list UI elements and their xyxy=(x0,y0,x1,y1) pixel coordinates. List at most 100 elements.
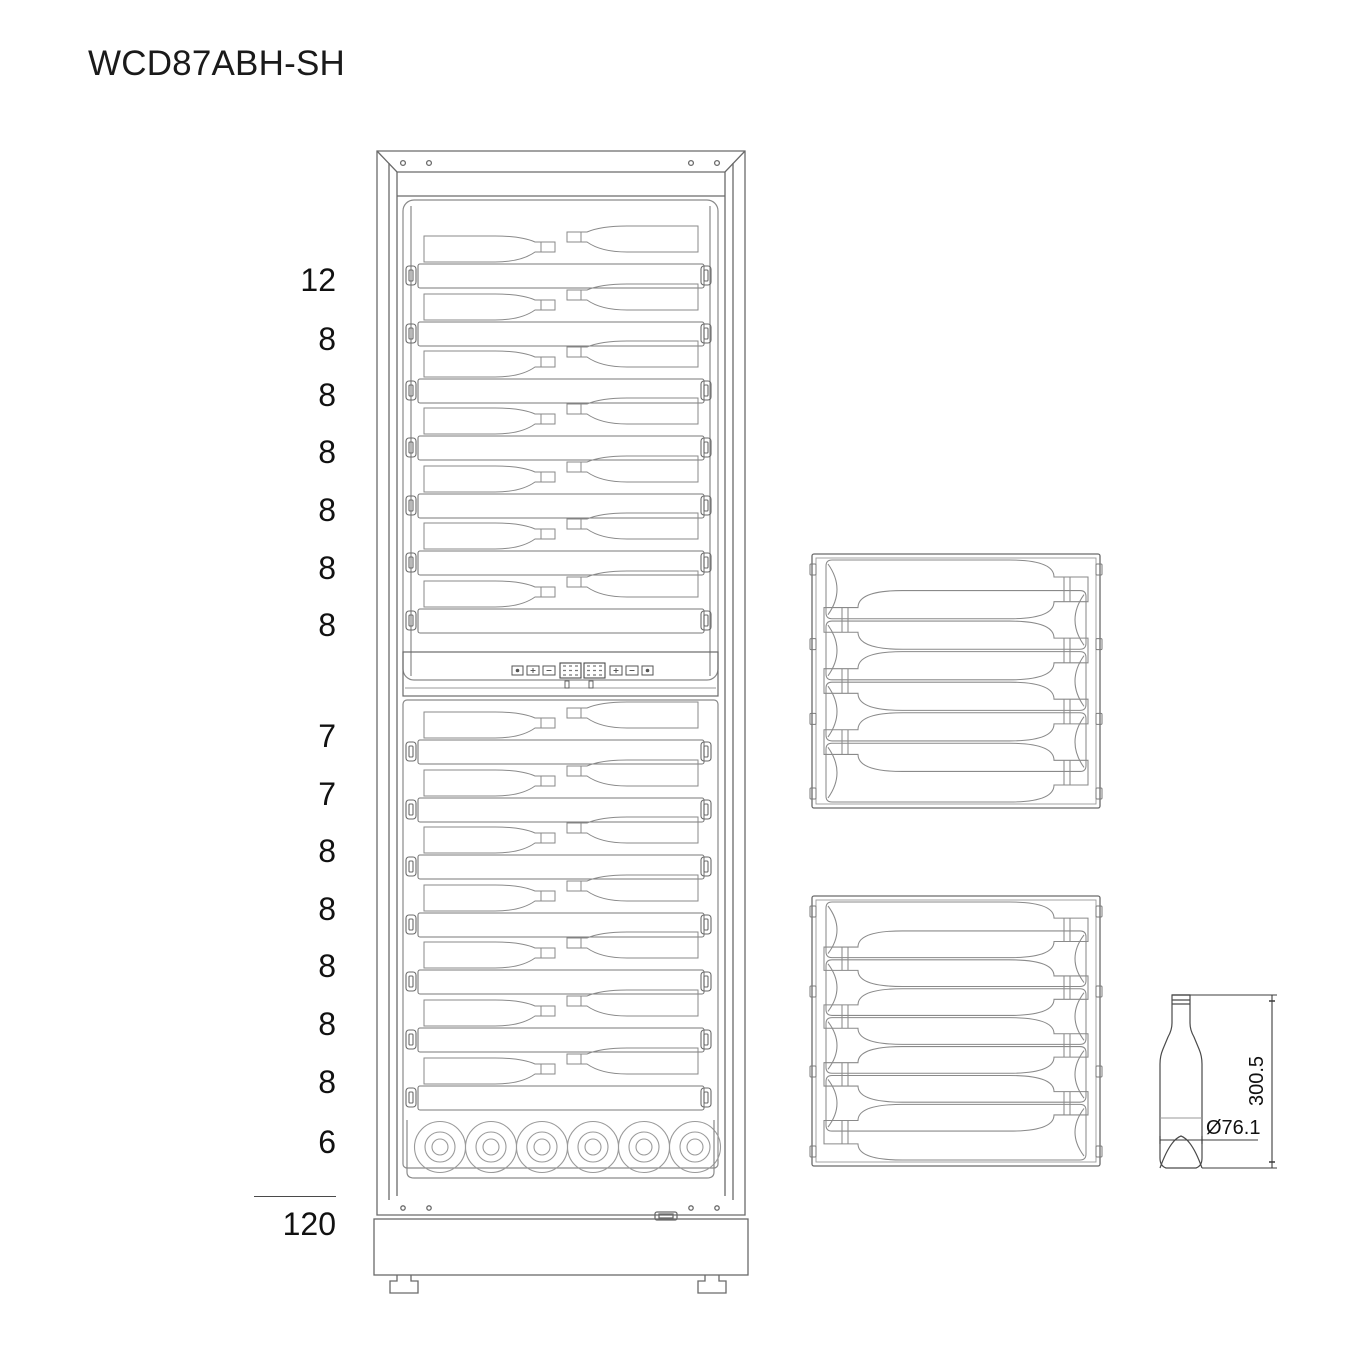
capacity-total-divider xyxy=(254,1196,336,1197)
upright-bottle-3 xyxy=(515,1120,569,1174)
shelf-slide-handle[interactable] xyxy=(700,323,712,344)
shelf-slide-handle[interactable] xyxy=(405,741,417,762)
capacity-upper-shelf-1: 12 xyxy=(300,262,336,298)
cabinet-base xyxy=(373,1205,749,1276)
upper-shelf-6 xyxy=(405,512,712,576)
shelf-slide-handle[interactable] xyxy=(700,914,712,935)
bottle-height-label: 300.5 xyxy=(1246,1056,1268,1106)
bottle-top-view-5 xyxy=(825,681,1089,742)
shelf-slide-handle[interactable] xyxy=(405,914,417,935)
capacity-lower-shelf-2: 7 xyxy=(318,776,336,812)
shelf-slide-handle[interactable] xyxy=(405,1087,417,1108)
bottle-top-view-4 xyxy=(823,988,1087,1045)
shelf-slide-handle[interactable] xyxy=(700,799,712,820)
upper-shelf-5 xyxy=(405,455,712,519)
shelf-slide-handle[interactable] xyxy=(700,1029,712,1050)
lower-zone-shelves xyxy=(405,701,712,1111)
cabinet-door-cavity xyxy=(402,199,719,1169)
capacity-lower-shelf-6: 8 xyxy=(318,1006,336,1042)
bottom-upright-bottle-row xyxy=(413,1120,722,1174)
lower-shelf-5 xyxy=(405,931,712,995)
control-button-power-right[interactable] xyxy=(641,665,654,676)
lower-zone-temperature-display xyxy=(583,662,606,689)
capacity-upper-shelf-4: 8 xyxy=(318,434,336,470)
lower-shelf-2 xyxy=(405,759,712,823)
shelf-slide-handle[interactable] xyxy=(405,1029,417,1050)
bottle-top-view-7 xyxy=(825,742,1089,803)
shelf-slide-handle[interactable] xyxy=(700,265,712,286)
upper-zone-shelves xyxy=(405,225,712,634)
control-button-minus-right[interactable] xyxy=(625,665,639,676)
bottle-top-view-8 xyxy=(823,1103,1087,1161)
shelf-slide-handle[interactable] xyxy=(700,971,712,992)
bottle-top-view-6 xyxy=(823,1046,1087,1103)
upper-shelf-2 xyxy=(405,283,712,347)
shelf-slide-handle[interactable] xyxy=(700,552,712,573)
shelf-slide-handle[interactable] xyxy=(405,856,417,877)
capacity-lower-shelf-7: 8 xyxy=(318,1064,336,1100)
shelf-slide-handle[interactable] xyxy=(405,323,417,344)
shelf-slide-handle[interactable] xyxy=(405,971,417,992)
shelf-slide-handle[interactable] xyxy=(700,437,712,458)
capacity-upper-shelf-6: 8 xyxy=(318,550,336,586)
control-button-plus-right[interactable] xyxy=(609,665,623,676)
shelf-slide-handle[interactable] xyxy=(700,495,712,516)
upright-bottle-6 xyxy=(668,1120,722,1174)
shelf-top-view-8-bottles xyxy=(809,895,1103,1167)
capacity-total: 120 xyxy=(282,1206,336,1242)
upright-bottle-4 xyxy=(566,1120,620,1174)
bottle-top-view-3 xyxy=(825,620,1089,681)
upright-bottle-2 xyxy=(464,1120,518,1174)
capacity-lower-shelf-3: 8 xyxy=(318,833,336,869)
leveling-foot-right xyxy=(697,1275,727,1294)
bottle-top-view-7 xyxy=(825,1074,1089,1132)
control-button-minus-left[interactable] xyxy=(542,665,556,676)
shelf-slide-handle[interactable] xyxy=(405,380,417,401)
bottle-dimension-detail: 300.5 Ø76.1 xyxy=(1159,994,1277,1169)
bottle-diameter-label: Ø76.1 xyxy=(1206,1117,1260,1139)
bottle-top-view-5 xyxy=(825,1017,1089,1074)
shelf-slide-handle[interactable] xyxy=(405,495,417,516)
upright-bottle-5 xyxy=(617,1120,671,1174)
upright-bottle-1 xyxy=(413,1120,467,1174)
shelf-slide-handle[interactable] xyxy=(700,856,712,877)
bottle-top-view-3 xyxy=(825,959,1089,1016)
upper-shelf-4 xyxy=(405,397,712,461)
shelf-slide-handle[interactable] xyxy=(700,1087,712,1108)
lower-shelf-7 xyxy=(405,1047,712,1111)
shelf-slide-handle[interactable] xyxy=(700,610,712,631)
control-button-power-left[interactable] xyxy=(511,665,524,676)
control-button-plus-left[interactable] xyxy=(526,665,540,676)
upper-shelf-3 xyxy=(405,340,712,404)
capacity-lower-shelf-1: 7 xyxy=(318,718,336,754)
shelf-slide-handle[interactable] xyxy=(700,741,712,762)
capacity-lower-shelf-8: 6 xyxy=(318,1124,336,1160)
lower-shelf-3 xyxy=(405,816,712,880)
shelf-slide-handle[interactable] xyxy=(405,552,417,573)
cabinet-outer-shell xyxy=(376,150,746,1216)
control-panel[interactable] xyxy=(402,651,719,697)
capacity-upper-shelf-3: 8 xyxy=(318,377,336,413)
upper-shelf-1 xyxy=(405,225,712,289)
shelf-slide-handle[interactable] xyxy=(405,610,417,631)
shelf-slide-handle[interactable] xyxy=(405,437,417,458)
upper-zone-temperature-display xyxy=(559,662,582,689)
lower-shelf-4 xyxy=(405,874,712,938)
capacity-upper-shelf-5: 8 xyxy=(318,492,336,528)
shelf-slide-handle[interactable] xyxy=(700,380,712,401)
shelf-top-view-7-bottles xyxy=(809,553,1103,809)
shelf-slide-handle[interactable] xyxy=(405,265,417,286)
bottle-top-view-1 xyxy=(825,559,1089,620)
upper-shelf-7 xyxy=(405,570,712,634)
bottle-top-view-6 xyxy=(823,712,1087,772)
shelf-slide-handle[interactable] xyxy=(405,799,417,820)
capacity-lower-shelf-4: 8 xyxy=(318,891,336,927)
bottle-top-view-1 xyxy=(825,901,1089,959)
bottom-compartment-frame xyxy=(406,1120,715,1179)
page-title: WCD87ABH-SH xyxy=(88,44,345,83)
bottle-top-view-4 xyxy=(823,651,1087,711)
capacity-lower-shelf-5: 8 xyxy=(318,948,336,984)
lower-shelf-1 xyxy=(405,701,712,765)
